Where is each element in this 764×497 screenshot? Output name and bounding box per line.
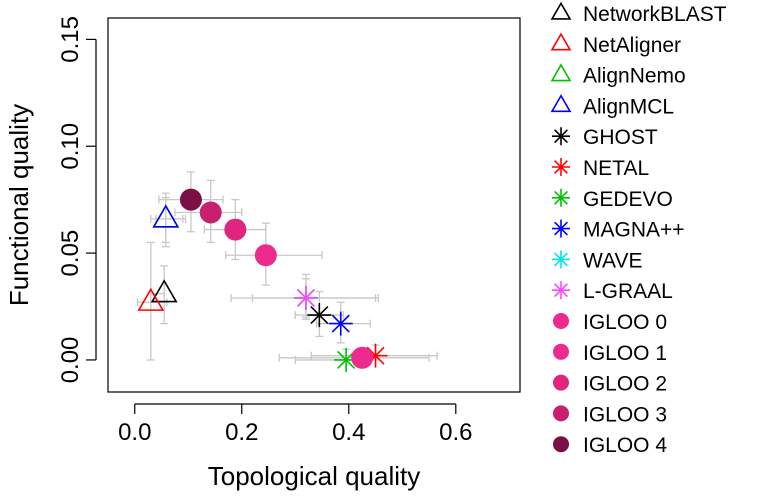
legend-label: IGLOO 3 xyxy=(583,403,667,426)
x-tick-label: 0.0 xyxy=(118,419,151,446)
x-tick-label: 0.2 xyxy=(225,419,258,446)
asterisk-stroke xyxy=(554,160,568,174)
y-tick-label: 0.00 xyxy=(57,337,84,384)
legend-label: MAGNA++ xyxy=(583,219,685,242)
y-tick-label: 0.10 xyxy=(57,123,84,170)
legend-label: NETAL xyxy=(583,157,649,180)
point-alignmcl xyxy=(152,204,180,228)
legend-label: IGLOO 0 xyxy=(583,311,667,334)
legend-label: WAVE xyxy=(583,249,643,272)
y-axis-label: Functional quality xyxy=(4,104,34,306)
error-bar xyxy=(251,273,379,320)
asterisk-stroke xyxy=(554,283,568,298)
x-tick-label: 0.6 xyxy=(439,419,472,446)
error-bar xyxy=(316,301,371,344)
legend-label: GEDEVO xyxy=(583,188,673,211)
y-axis: 0.00 0.05 0.10 0.15 xyxy=(57,16,97,384)
point-igloo-3 xyxy=(199,201,222,224)
x-axis-label: Topological quality xyxy=(208,461,420,491)
point-magna- xyxy=(328,311,353,336)
point-ghost xyxy=(307,303,332,328)
legend-key xyxy=(550,63,572,82)
legend-label: NetworkBLAST xyxy=(583,3,727,26)
legend-key xyxy=(553,436,569,453)
legend-key xyxy=(552,250,570,269)
x-axis: 0.0 0.2 0.4 0.6 xyxy=(118,403,472,446)
asterisk-stroke xyxy=(554,190,568,205)
legend-label: NetAligner xyxy=(583,34,681,57)
legend-key xyxy=(552,158,570,176)
legend-key xyxy=(550,32,572,51)
legend-key xyxy=(550,1,572,20)
legend-key xyxy=(552,127,570,146)
error-bar xyxy=(155,196,184,244)
legend-label: GHOST xyxy=(583,126,658,149)
legend-key xyxy=(552,188,570,207)
point-igloo-4 xyxy=(179,188,202,211)
legend-label: IGLOO 4 xyxy=(583,434,667,457)
point-netaligner xyxy=(137,287,165,311)
y-tick-label: 0.15 xyxy=(57,16,84,63)
asterisk-stroke xyxy=(331,314,350,333)
legend-key xyxy=(553,374,569,391)
point-networkblast xyxy=(150,279,178,303)
legend-label: AlignNemo xyxy=(583,65,686,88)
data-markers xyxy=(137,188,388,372)
legend-label: IGLOO 2 xyxy=(583,373,667,396)
point-igloo-0 xyxy=(351,346,374,369)
asterisk-stroke xyxy=(310,306,329,325)
plot-frame xyxy=(107,17,521,393)
asterisk-stroke xyxy=(554,252,568,267)
legend-label: AlignMCL xyxy=(583,95,674,118)
y-tick-label: 0.05 xyxy=(57,230,84,277)
legend-label: L-GRAAL xyxy=(583,280,673,303)
legend-key xyxy=(552,281,570,300)
point-igloo-2 xyxy=(224,218,247,241)
point-igloo-1 xyxy=(254,244,277,267)
asterisk-stroke xyxy=(554,221,568,236)
point-l-graal xyxy=(293,285,318,310)
legend-key xyxy=(553,313,569,329)
legend-key xyxy=(552,219,570,238)
x-tick-label: 0.4 xyxy=(332,419,365,446)
legend-key xyxy=(550,94,572,113)
legend-label: IGLOO 1 xyxy=(583,342,667,365)
legend-key xyxy=(553,405,569,422)
legend-key xyxy=(553,343,569,360)
asterisk-stroke xyxy=(554,129,568,144)
asterisk-stroke xyxy=(296,288,316,308)
